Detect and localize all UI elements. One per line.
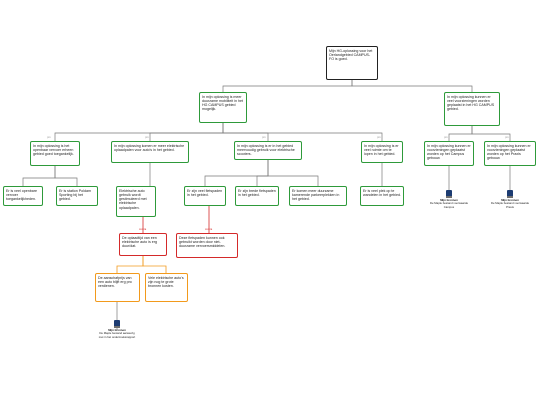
link-r1-o2: [142, 256, 167, 273]
link-r1-o1: [116, 256, 144, 273]
node-campus-building[interactable]: In mijn oplossing kunnen er voorzieninge…: [424, 141, 474, 166]
node-wide-bike-paths[interactable]: Er zijn brede fietspaden in het gebied.: [235, 186, 279, 206]
node-walking-space[interactable]: In mijn oplossing is er veel ruimte om t…: [361, 141, 403, 163]
link-a-a4: [222, 123, 383, 141]
node-root-claim[interactable]: Mijn HG-oplossing voor het Oerlandgebied…: [326, 46, 378, 80]
node-ev-cost[interactable]: Vele elektrische auto's zijn nog te grot…: [145, 273, 188, 302]
tag-pro-b2: pro: [505, 136, 509, 139]
tag-pro-a4: pro: [377, 136, 381, 139]
resource-text: De Maple bestand aanwezig met in het ond…: [98, 331, 136, 339]
link-b-b1: [448, 126, 473, 141]
link-a1-a1a: [22, 166, 56, 186]
link-a1-a1b: [54, 166, 78, 186]
tag-con-r1: contra: [139, 228, 147, 231]
tag-pro-b1: pro: [444, 136, 448, 139]
tag-pro-a3: pro: [262, 136, 266, 139]
link-a3-a3c: [267, 160, 319, 186]
node-mobility[interactable]: In mijn oplossing is meer duurzame mobil…: [199, 92, 247, 123]
resource-title: Mijn bronnen: [108, 328, 126, 332]
link-a-a2: [149, 123, 224, 141]
node-rebuttal-charging-cost[interactable]: De oplaadtijd van een elektrische auto i…: [119, 233, 167, 256]
resource-text: De Maple bestand voorwaarde Campus: [429, 201, 469, 209]
link-a3-a3b: [256, 160, 269, 186]
resource-praxis[interactable]: Mijn bronnen De Maple bestand voorwaarde…: [490, 190, 530, 209]
node-walking-place[interactable]: Er is veel plek op te wandelen in het ge…: [360, 186, 404, 206]
tag-con-r2: contra: [205, 228, 213, 231]
book-icon: [446, 190, 452, 198]
node-e-scooters[interactable]: In mijn oplossing is er in het gebied me…: [234, 141, 302, 160]
node-station[interactable]: Er is station Poldam Sporting bij het ge…: [56, 186, 98, 206]
node-rebuttal-bike-paths[interactable]: Deze fietspaden kunnen ook gebruikt word…: [176, 233, 238, 258]
link-b-b2: [471, 126, 511, 141]
resource-text: De Maple bestand voorwaarde Praxis: [490, 201, 530, 209]
node-praxis-building[interactable]: In mijn oplossing kunnen er voorzieninge…: [484, 141, 536, 166]
book-icon: [114, 320, 120, 328]
node-facilities[interactable]: In mijn oplossing kunnen er veel voorzie…: [444, 92, 500, 126]
link-a3-a3a: [204, 160, 269, 186]
book-icon: [507, 190, 513, 198]
resource-campus[interactable]: Mijn bronnen De Maple bestand voorwaarde…: [429, 190, 469, 209]
link-a-a1: [54, 123, 224, 141]
node-charging-points[interactable]: In mijn oplossing komen er meer elektris…: [111, 141, 189, 163]
node-ev-stimulated[interactable]: Elektrische auto gebruik wordt gestimule…: [116, 186, 156, 217]
node-purchase-price[interactable]: De aanschafprijs van een auto blijft erg…: [95, 273, 140, 302]
node-public-transport[interactable]: In mijn oplossing is het openbaar vervoe…: [30, 141, 80, 166]
tag-pro-a2: pro: [145, 136, 149, 139]
resource-title: Mijn bronnen: [501, 198, 519, 202]
link-root-b: [351, 80, 473, 92]
tag-pro-a1: pro: [47, 136, 51, 139]
node-bike-paths[interactable]: Er zijn veel fietspaden in het gebied.: [184, 186, 226, 206]
node-transport-access[interactable]: Er is veel openbare vervoer toegankelijk…: [3, 186, 43, 206]
resource-research-report[interactable]: Mijn bronnen De Maple bestand aanwezig m…: [97, 320, 137, 339]
node-parking[interactable]: Er komen meer duurzame kamerende parkeer…: [289, 186, 347, 206]
resource-title: Mijn bronnen: [440, 198, 458, 202]
link-root-a: [222, 80, 353, 92]
